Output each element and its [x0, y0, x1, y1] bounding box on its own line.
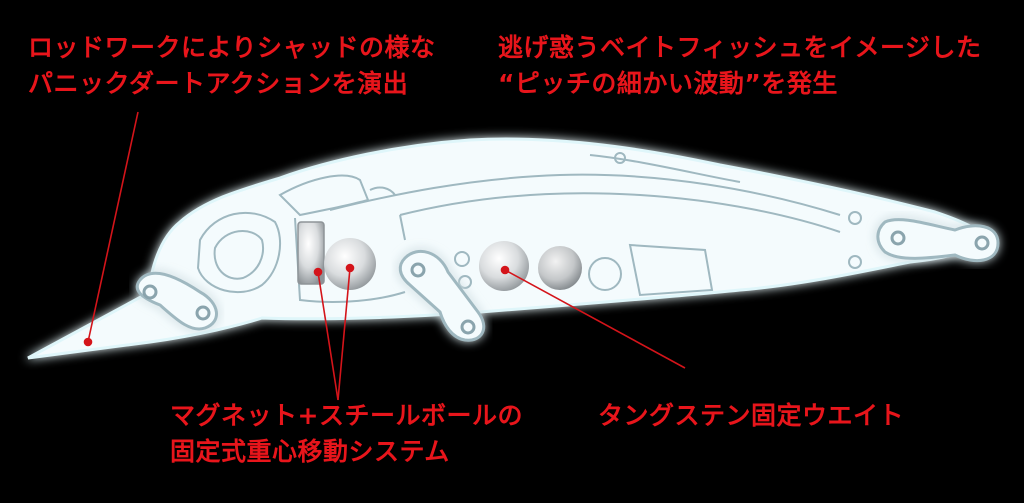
label-line: マグネット+スチールボールの: [170, 401, 523, 430]
label-panic-dart-action: ロッドワークによりシャッドの様な パニックダートアクションを演出: [28, 30, 436, 102]
label-line: “ピッチの細かい波動”を発生: [498, 69, 838, 98]
label-line: タングステン固定ウエイト: [598, 401, 905, 430]
label-weight-transfer-system: マグネット+スチールボールの 固定式重心移動システム: [170, 398, 523, 470]
label-line: パニックダートアクションを演出: [28, 69, 409, 98]
label-line: 逃げ惑うベイトフィッシュをイメージした: [498, 33, 982, 62]
label-line: 固定式重心移動システム: [170, 437, 450, 466]
label-fine-pitch-wobble: 逃げ惑うベイトフィッシュをイメージした “ピッチの細かい波動”を発生: [498, 30, 982, 102]
lure-internal-lines: [196, 152, 862, 304]
label-line: ロッドワークによりシャッドの様な: [28, 33, 436, 62]
split-ring-holes: [142, 230, 990, 335]
split-ring-icon: [876, 218, 1000, 263]
label-tungsten-weight: タングステン固定ウエイト: [598, 398, 904, 434]
tungsten-weight-2: [538, 246, 582, 290]
leader-lines: [83, 111, 686, 401]
